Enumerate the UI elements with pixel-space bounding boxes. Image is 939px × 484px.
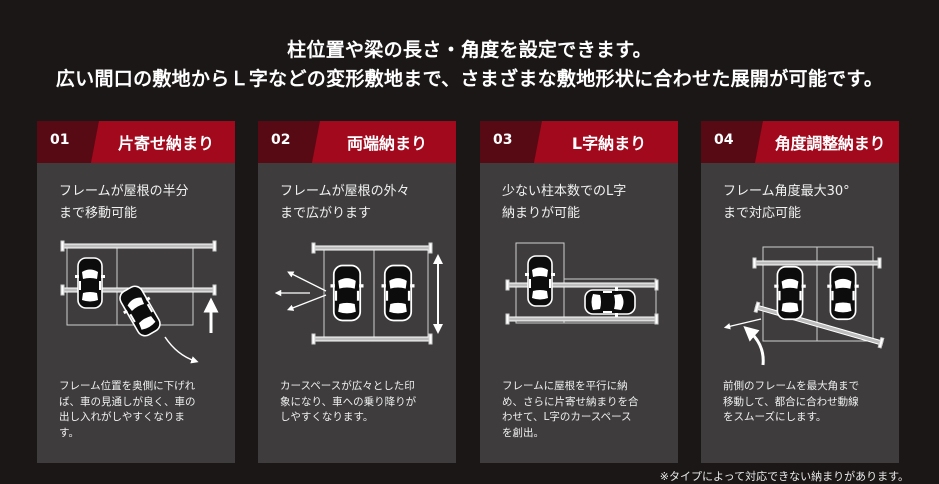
- body-line: フレームに屋根を平行に納: [502, 380, 628, 392]
- car-icon: [329, 264, 365, 322]
- car-icon: [74, 257, 106, 309]
- card-body: 前側のフレームを最大角まで 移動して、都合に合わせ動線 をスムーズにします。: [723, 379, 891, 426]
- card-01-offset-layout: 01 片寄せ納まり フレームが屋根の半分 まで移動可能 フレーム位置を奥側に下げ…: [37, 121, 235, 463]
- body-line: め、さらに片寄せ納まりを合: [502, 395, 639, 408]
- card-header: 02 両端納まり: [258, 121, 456, 163]
- body-line: カースペースが広々とした印: [280, 380, 415, 392]
- desc-line: フレームが屋根の半分: [59, 184, 189, 199]
- card-header: 01 片寄せ納まり: [37, 121, 235, 163]
- illustration-angle-adjust-layout: [723, 246, 885, 366]
- headline-line-1: 柱位置や梁の長さ・角度を設定できます。: [287, 39, 652, 61]
- body-line: 出し入れがしやすくなりま: [59, 411, 185, 423]
- illustration-l-shape-layout: [505, 242, 659, 325]
- card-number-block: [701, 121, 763, 163]
- card-title: L字納まり: [571, 134, 647, 153]
- car-icon: [585, 287, 635, 317]
- card-description: 少ない柱本数でのL字 納まりが可能: [502, 181, 672, 225]
- desc-line: フレームが屋根の外々: [280, 184, 410, 199]
- card-number: 01: [50, 132, 70, 148]
- desc-line: フレーム角度最大30°: [723, 184, 850, 199]
- card-number: 02: [271, 132, 291, 148]
- card-description: フレームが屋根の半分 まで移動可能: [59, 181, 229, 225]
- headline-line-2: 広い間口の敷地からＬ字などの変形敷地まで、さまざまな敷地形状に合わせた展開が可能…: [55, 68, 884, 90]
- car-icon: [773, 265, 807, 321]
- card-number-block: [37, 121, 99, 163]
- body-line: をスムーズにします。: [723, 411, 827, 423]
- body-line: す。: [59, 426, 79, 439]
- car-icon: [524, 255, 556, 307]
- card-title: 角度調整納まり: [774, 134, 886, 153]
- card-number-block: [480, 121, 542, 163]
- body-line: 移動して、都合に合わせ動線: [723, 395, 859, 408]
- card-header: 03 L字納まり: [480, 121, 678, 163]
- card-header: 04 角度調整納まり: [701, 121, 899, 163]
- desc-line: まで移動可能: [59, 206, 138, 221]
- car-icon: [380, 264, 416, 322]
- card-number: 04: [714, 132, 734, 148]
- card-title: 両端納まり: [346, 134, 427, 153]
- body-line: わせて、L字のカースペース: [502, 411, 632, 423]
- card-04-angle-adjust-layout: 04 角度調整納まり フレーム角度最大30° まで対応可能 前側のフレームを最大…: [701, 121, 899, 463]
- card-body: フレーム位置を奥側に下げれ ば、車の見通しが良く、車の 出し入れがしやすくなりま…: [59, 379, 227, 441]
- car-icon: [826, 265, 860, 321]
- desc-line: まで広がります: [280, 206, 372, 221]
- card-03-l-shape-layout: 03 L字納まり 少ない柱本数でのL字 納まりが可能 フレームに屋根を平行に納 …: [480, 121, 678, 463]
- illustration-offset-layout: [60, 240, 219, 364]
- card-description: フレームが屋根の外々 まで広がります: [280, 181, 450, 225]
- body-line: しやすくなります。: [280, 411, 374, 423]
- card-02-both-ends-layout: 02 両端納まり フレームが屋根の外々 まで広がります カースペースが広々とした…: [258, 121, 456, 463]
- desc-line: まで対応可能: [723, 206, 802, 221]
- card-description: フレーム角度最大30° まで対応可能: [723, 181, 893, 225]
- headline: 柱位置や梁の長さ・角度を設定できます。 広い間口の敷地からＬ字などの変形敷地まで…: [0, 36, 939, 94]
- body-line: 象になり、車への乗り降りが: [280, 395, 417, 408]
- body-line: 前側のフレームを最大角まで: [723, 380, 860, 392]
- body-line: ば、車の見通しが良く、車の: [59, 395, 196, 408]
- body-line: フレーム位置を奥側に下げれ: [59, 380, 196, 392]
- card-body: フレームに屋根を平行に納 め、さらに片寄せ納まりを合 わせて、L字のカースペース…: [502, 379, 670, 441]
- body-line: を創出。: [502, 426, 544, 439]
- card-title: 片寄せ納まり: [117, 134, 214, 153]
- card-number: 03: [493, 132, 513, 148]
- desc-line: 少ない柱本数でのL字: [502, 184, 627, 199]
- card-body: カースペースが広々とした印 象になり、車への乗り降りが しやすくなります。: [280, 379, 448, 426]
- desc-line: 納まりが可能: [502, 206, 581, 221]
- illustration-both-ends-layout: [274, 242, 443, 345]
- footnote: ※タイプによって対応できない納まりがあります。: [659, 470, 909, 483]
- card-number-block: [258, 121, 320, 163]
